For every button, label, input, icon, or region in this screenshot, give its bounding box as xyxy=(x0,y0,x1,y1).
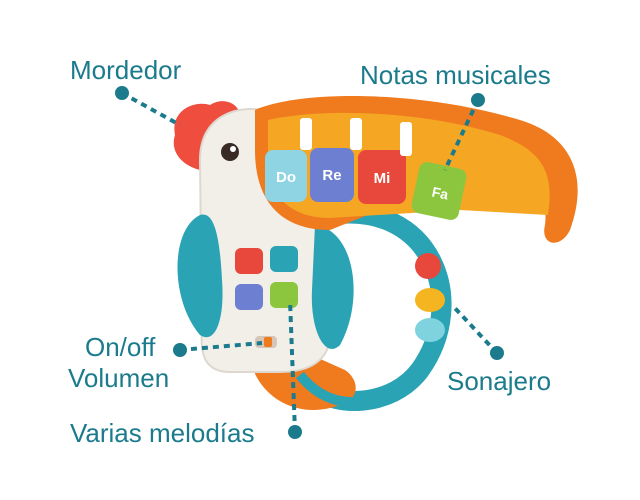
black-key xyxy=(300,118,312,150)
label-musical-notes: Notas musicales xyxy=(360,60,551,90)
key-label-do: Do xyxy=(276,169,296,186)
key-do[interactable] xyxy=(265,150,307,202)
right-wing xyxy=(311,225,354,349)
melody-button-2[interactable] xyxy=(270,246,298,272)
melody-button-3[interactable] xyxy=(235,284,263,310)
key-re[interactable] xyxy=(310,148,354,202)
callout-dots xyxy=(115,86,504,439)
switch-knob xyxy=(264,337,272,347)
tail-stripe xyxy=(296,371,383,408)
black-key xyxy=(350,118,362,150)
label-rattle: Sonajero xyxy=(447,366,552,396)
key-fa[interactable] xyxy=(410,161,468,222)
rattle-bead-red xyxy=(415,253,441,279)
key-label-re: Re xyxy=(322,167,341,184)
label-melodies: Varias melodías xyxy=(70,418,255,448)
melody-button-4[interactable] xyxy=(270,282,298,308)
label-onoff: On/off xyxy=(85,332,156,362)
rattle-bead-blue xyxy=(415,318,445,342)
label-volume: Volumen xyxy=(68,363,170,393)
rattle-bead-yellow xyxy=(415,288,445,312)
black-key xyxy=(400,122,412,156)
left-wing xyxy=(177,214,223,338)
key-mi[interactable] xyxy=(358,150,406,204)
key-label-fa: Fa xyxy=(431,183,451,202)
label-teether: Mordedor xyxy=(70,55,182,85)
key-label-mi: Mi xyxy=(374,170,391,187)
melody-button-1[interactable] xyxy=(235,248,263,274)
eye-highlight xyxy=(230,146,236,152)
callout-lines xyxy=(121,91,499,433)
eye xyxy=(221,143,239,161)
